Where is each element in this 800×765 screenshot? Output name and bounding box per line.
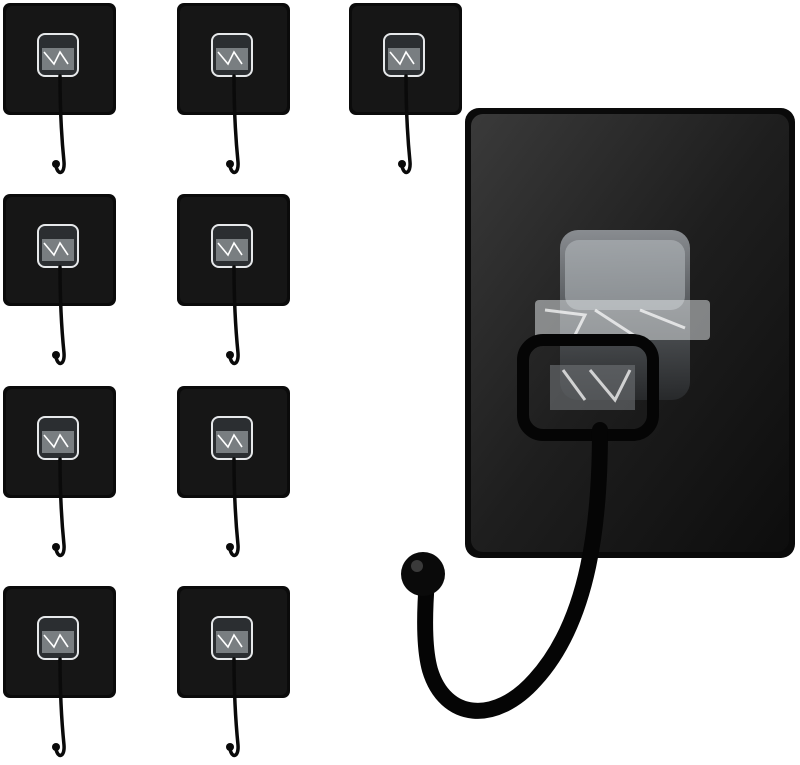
hook-frame — [517, 334, 659, 441]
large-hook-graphic — [401, 108, 795, 719]
small-hook — [2, 193, 118, 373]
hook-ball-tip — [401, 552, 445, 596]
small-hook — [348, 2, 464, 182]
small-hook — [2, 585, 118, 765]
large-hook-closeup — [385, 100, 800, 765]
small-hook — [2, 2, 118, 182]
small-hook — [176, 385, 292, 565]
small-hook — [2, 385, 118, 565]
small-hook — [176, 193, 292, 373]
hook-arm — [417, 422, 608, 719]
small-hook — [176, 2, 292, 182]
small-hook — [176, 585, 292, 765]
